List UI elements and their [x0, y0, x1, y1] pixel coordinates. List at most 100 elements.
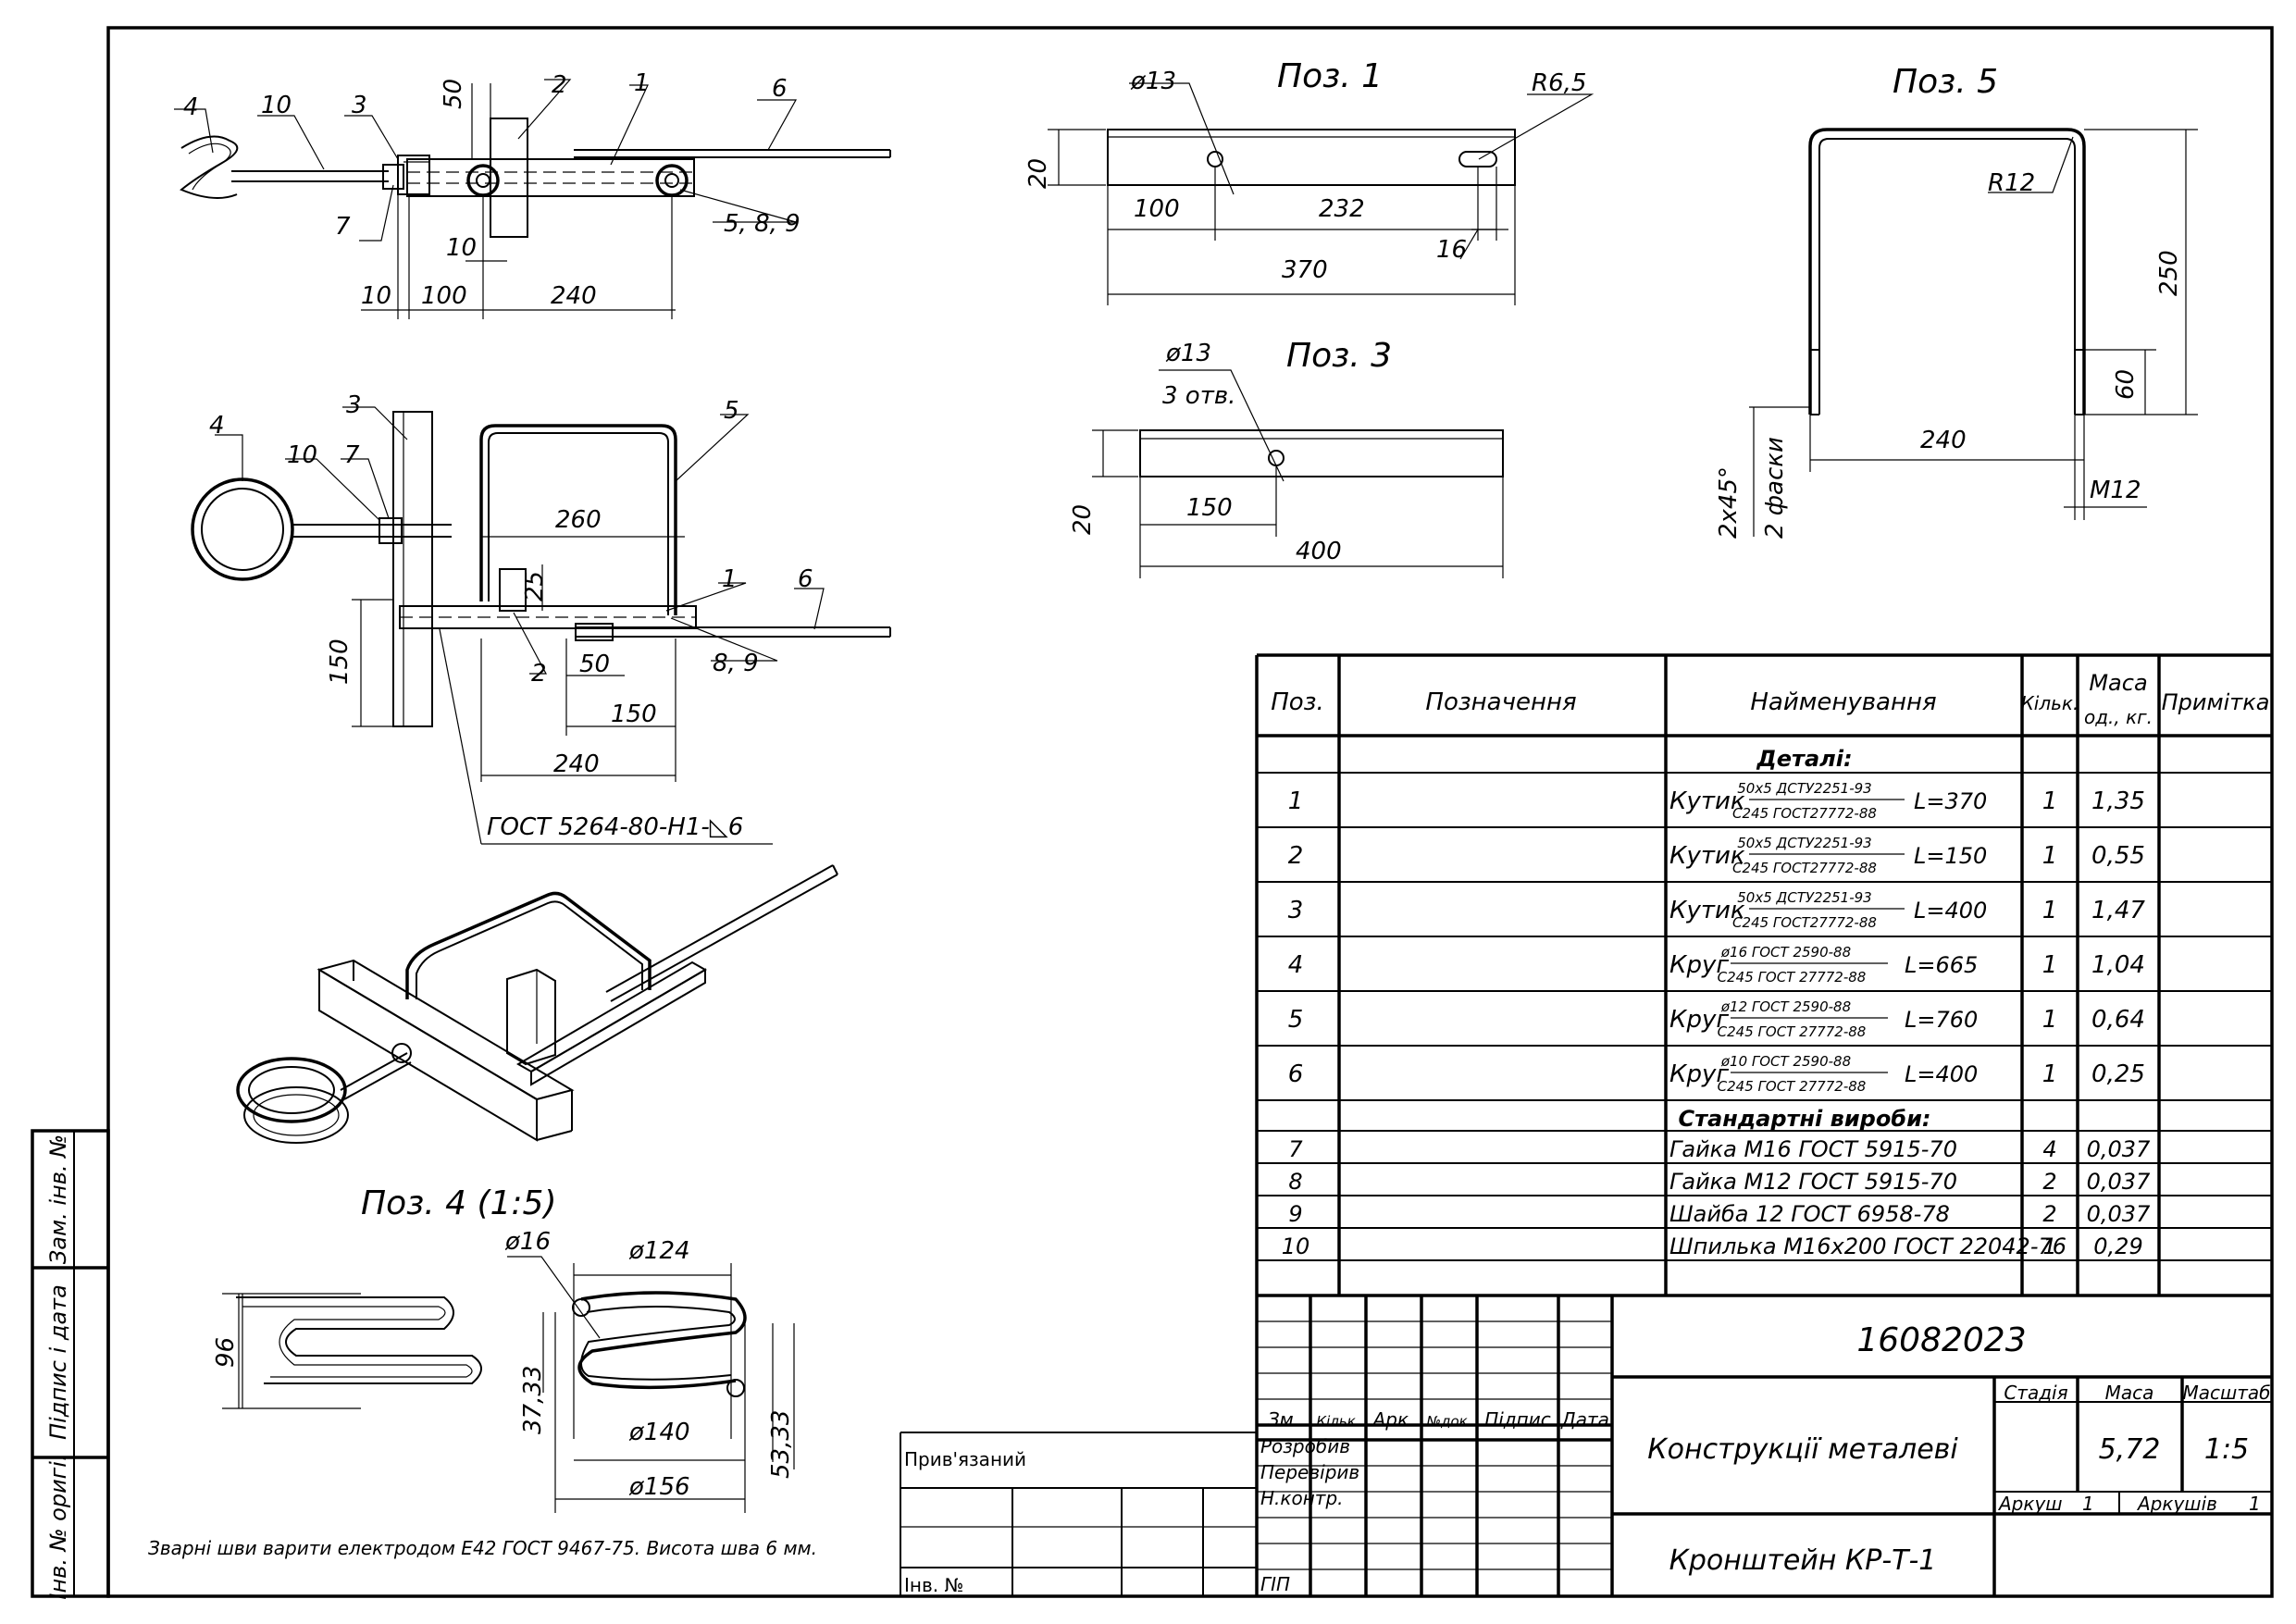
spec-section-standard: Стандартні вироби:: [1679, 1106, 1931, 1132]
table-row: 3 Кутик 50x5 ДСТУ2251-93 С245 ГОСТ27772-…: [1288, 889, 2146, 931]
poz1-dim-16: 16: [1436, 236, 1467, 264]
row-pos: 9: [1288, 1201, 1302, 1227]
row-length: L=400: [1905, 1061, 1978, 1087]
svg-text:150: 150: [326, 638, 354, 685]
poz5-dim-240: 240: [1920, 427, 1967, 454]
svg-text:50: 50: [440, 79, 467, 109]
row-den: С245 ГОСТ27772-88: [1732, 805, 1877, 822]
tb-title: Конструкції металеві: [1647, 1433, 1958, 1466]
tb-header-sign: Підпис: [1484, 1408, 1551, 1431]
sheet-frame: [106, 26, 2274, 1598]
tb-header-zm: Зм.: [1268, 1408, 1299, 1431]
row-name: Круг: [1669, 951, 1729, 979]
poz4-title: Поз. 4 (1:5): [361, 1184, 557, 1222]
svg-text:1: 1: [722, 565, 738, 593]
row-pos: 1: [1288, 787, 1304, 815]
tb-header-kilk: Кільк.: [1316, 1413, 1359, 1430]
poz4-dim-d156: ø156: [628, 1473, 690, 1501]
side-label-sign: Підпис і дата: [45, 1284, 71, 1440]
row-name: Кутик: [1669, 842, 1745, 870]
poz1-title: Поз. 1: [1277, 57, 1383, 95]
row-mass: 0,037: [2087, 1169, 2151, 1195]
poz3-title: Поз. 3: [1286, 337, 1392, 375]
svg-text:7: 7: [335, 213, 351, 241]
poz5-dim-60: 60: [2112, 369, 2140, 400]
table-row: 7 Гайка М16 ГОСТ 5915-70 4 0,037: [1288, 1136, 2151, 1162]
poz1-dim-370: 370: [1282, 256, 1328, 284]
poz3-dim-150: 150: [1186, 494, 1233, 522]
row-den: С245 ГОСТ 27772-88: [1718, 969, 1867, 986]
tb-scale-value: 1:5: [2204, 1433, 2249, 1466]
row-pos: 10: [1282, 1233, 1310, 1259]
svg-text:7: 7: [344, 441, 360, 469]
row-name: Круг: [1669, 1006, 1729, 1034]
row-name: Гайка М16 ГОСТ 5915-70: [1669, 1136, 1957, 1162]
spec-header-mass: Маса: [2089, 670, 2147, 696]
tb-sheets-value: 1: [2249, 1493, 2261, 1515]
spec-header-note: Примітка: [2162, 689, 2270, 715]
side-label-inv: Інв. № оригі.: [45, 1454, 71, 1599]
row-qty: 2: [2042, 1169, 2056, 1195]
row-length: L=760: [1905, 1007, 1978, 1033]
svg-text:240: 240: [553, 750, 600, 778]
svg-text:150: 150: [611, 700, 657, 728]
table-row: 5 Круг ø12 ГОСТ 2590-88 С245 ГОСТ 27772-…: [1288, 998, 2145, 1040]
row-qty: 1: [2042, 1060, 2058, 1088]
row-num: 50x5 ДСТУ2251-93: [1737, 780, 1871, 797]
table-row: 9 Шайба 12 ГОСТ 6958-78 2 0,037: [1288, 1201, 2151, 1227]
row-length: L=400: [1914, 898, 1987, 924]
row-qty: 2: [2042, 1201, 2056, 1227]
poz5-title: Поз. 5: [1893, 63, 1998, 101]
row-name: Шайба 12 ГОСТ 6958-78: [1669, 1201, 1950, 1227]
poz1-dim-100: 100: [1134, 195, 1180, 223]
tb-header-date: Дата: [1560, 1408, 1609, 1431]
weld-symbol: ГОСТ 5264-80-Н1-◺6: [487, 813, 743, 841]
poz5-dim-m12: M12: [2090, 477, 2141, 504]
row-qty: 1: [2042, 1233, 2056, 1259]
svg-text:50: 50: [579, 651, 610, 678]
spec-standard-rows: 7 Гайка М16 ГОСТ 5915-70 4 0,037 8 Гайка…: [1282, 1136, 2151, 1259]
attached-inv-label: Інв. №: [904, 1574, 963, 1596]
row-mass: 0,64: [2091, 1006, 2145, 1034]
poz5-dim-250: 250: [2155, 250, 2183, 296]
row-pos: 3: [1288, 897, 1304, 924]
left-side-strip: Зам. інв. № Підпис і дата Інв. № оригі.: [31, 1129, 110, 1600]
row-qty: 1: [2042, 842, 2058, 870]
svg-text:10: 10: [287, 441, 317, 469]
assembly-side-view: 4 10 7 3 5 1 6 2 8, 9 150 260 25 50 150 …: [191, 391, 891, 845]
assembly-top-view: 4 10 3 50 2 1 6 7 5, 8, 9 10 10 100 240: [174, 69, 891, 319]
isometric-view: [236, 864, 838, 1144]
row-name: Круг: [1669, 1060, 1729, 1088]
svg-text:4: 4: [209, 412, 225, 440]
row-pos: 7: [1288, 1136, 1303, 1162]
row-qty: 1: [2042, 897, 2058, 924]
row-length: L=370: [1914, 788, 1987, 814]
tb-sheet-label: Аркуш: [1997, 1493, 2063, 1515]
svg-text:2: 2: [531, 660, 547, 688]
svg-text:3: 3: [352, 92, 367, 119]
tb-header-dok: №док.: [1426, 1413, 1472, 1430]
row-mass: 1,04: [2091, 951, 2145, 979]
poz1-dim-232: 232: [1319, 195, 1365, 223]
row-den: С245 ГОСТ 27772-88: [1718, 1023, 1867, 1040]
row-mass: 0,25: [2091, 1060, 2145, 1088]
tb-part-name: Кронштейн КР-Т-1: [1669, 1544, 1937, 1577]
title-block: Зм. Кільк. Арк. №док. Підпис Дата Розроб…: [900, 1295, 2272, 1596]
attached-label: Прив'язаний: [904, 1448, 1026, 1470]
tb-role-gip: ГІП: [1260, 1573, 1290, 1595]
row-pos: 2: [1288, 842, 1304, 870]
svg-text:96: 96: [212, 1337, 240, 1368]
svg-text:5, 8, 9: 5, 8, 9: [724, 210, 800, 238]
tb-stage-label: Стадія: [2004, 1382, 2067, 1404]
row-length: L=665: [1905, 952, 1978, 978]
poz1-view: Поз. 1 20 100 232 16 370 ø13 R6,5: [1024, 57, 1595, 305]
row-qty: 4: [2042, 1136, 2056, 1162]
table-row: 4 Круг ø16 ГОСТ 2590-88 С245 ГОСТ 27772-…: [1288, 944, 2145, 986]
row-pos: 8: [1288, 1169, 1302, 1195]
poz5-view: Поз. 5 R12 250 60 240 M12 2x45° 2 фаски: [1715, 63, 2198, 539]
row-name: Гайка М12 ГОСТ 5915-70: [1669, 1169, 1957, 1195]
svg-text:2: 2: [552, 71, 567, 99]
poz4-dim-d124: ø124: [628, 1237, 690, 1265]
poz5-dim-r12: R12: [1988, 169, 2035, 197]
